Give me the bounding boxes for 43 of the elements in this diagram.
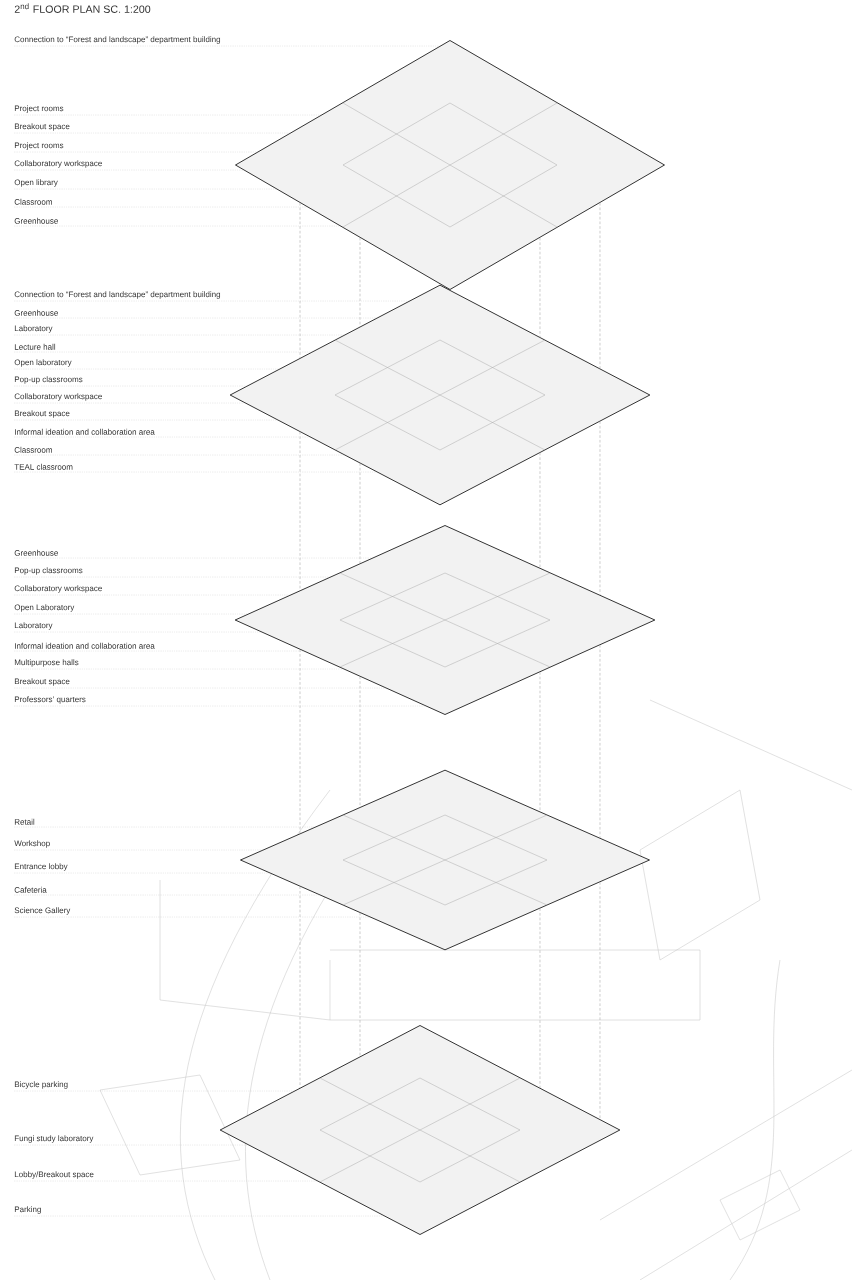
room-label: Breakout space [14, 678, 70, 686]
room-label: Multipurpose halls [14, 659, 79, 667]
room-label: Retail [14, 818, 35, 825]
room-label: Open Laboratory [14, 604, 75, 612]
room-label: Breakout space [14, 123, 70, 131]
room-label: Greenhouse [14, 217, 58, 224]
room-label: Pop-up classrooms [14, 376, 83, 384]
room-label: Greenhouse [14, 309, 58, 316]
room-label: Pop-up classrooms [14, 567, 83, 575]
room-label: Greenhouse [14, 549, 58, 556]
floor-plan-drawing [240, 769, 650, 951]
floor-plan-drawing [219, 1025, 621, 1235]
room-label: TEAL classroom [14, 463, 73, 470]
room-label: Project rooms [14, 105, 64, 113]
room-label: Workshop [14, 840, 50, 848]
room-label: Breakout space [14, 410, 70, 418]
room-label: Cafeteria [14, 886, 47, 893]
floor-plan-drawing [234, 525, 656, 715]
room-label: Classroom [14, 198, 52, 205]
room-label: Laboratory [14, 622, 53, 630]
room-label: Collaboratory workspace [14, 585, 102, 593]
floor-plan-drawing [229, 284, 651, 506]
room-label: Collaboratory workspace [14, 393, 102, 401]
title: 2$^{nd}$ FLOOR PLAN SC. 1:200 [14, 3, 151, 13]
room-label: Laboratory [14, 325, 53, 333]
room-label: Science Gallery [14, 907, 71, 915]
room-label: Open laboratory [14, 359, 72, 367]
floor-plan-drawing [235, 40, 665, 290]
room-label: Collaboratory workspace [14, 160, 102, 168]
room-label: Entrance lobby [14, 863, 68, 871]
room-label: Open library [14, 179, 58, 187]
room-label: Bicycle parking [14, 1081, 68, 1089]
room-label: Lecture hall [14, 343, 56, 350]
room-label: Parking [14, 1206, 41, 1214]
room-label: Connection to “Forest and landscape” department building [14, 36, 221, 44]
room-label: Project rooms [14, 142, 64, 150]
room-label: Informal ideation and collaboration area [15, 642, 155, 649]
room-label: Classroom [14, 446, 52, 453]
room-label: Fungi study laboratory [14, 1135, 94, 1143]
room-label: Professors’ quarters [14, 696, 86, 704]
room-label: Informal ideation and collaboration area [15, 428, 155, 435]
room-label: Connection to “Forest and landscape” department building [14, 291, 221, 299]
room-label: Lobby/Breakout space [14, 1171, 94, 1179]
